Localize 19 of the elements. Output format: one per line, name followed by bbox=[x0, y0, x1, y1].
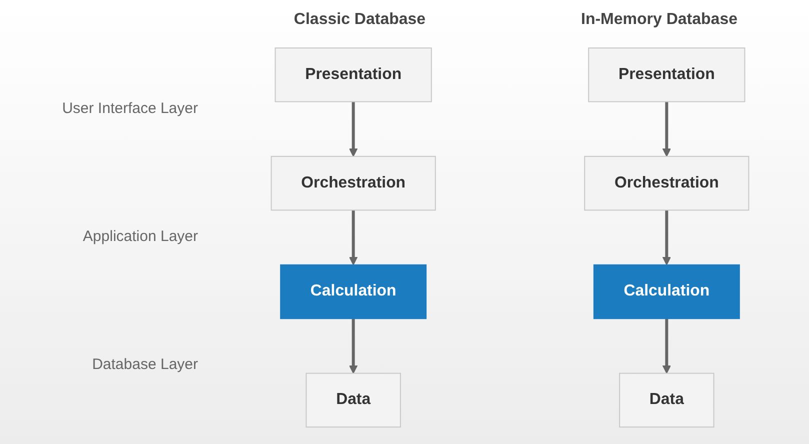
arrow bbox=[662, 318, 671, 374]
arrow bbox=[348, 318, 358, 374]
node-box: Orchestration bbox=[270, 156, 436, 211]
layer-label: Database Layer bbox=[92, 356, 198, 373]
node-box: Orchestration bbox=[584, 156, 749, 211]
column-heading: In-Memory Database bbox=[580, 11, 738, 29]
arrow bbox=[662, 210, 671, 266]
arrow bbox=[662, 102, 671, 157]
column-heading: Classic Database bbox=[292, 11, 427, 29]
arrow bbox=[348, 102, 358, 157]
node-box: Calculation bbox=[592, 264, 740, 320]
arrow bbox=[348, 210, 358, 266]
node-box: Presentation bbox=[588, 47, 745, 102]
layer-label: User Interface Layer bbox=[62, 100, 198, 117]
node-box: Calculation bbox=[280, 264, 426, 320]
node-box: Data bbox=[618, 372, 714, 428]
node-box: Presentation bbox=[274, 47, 432, 102]
node-box: Data bbox=[305, 372, 400, 428]
layer-label: Application Layer bbox=[82, 228, 198, 245]
